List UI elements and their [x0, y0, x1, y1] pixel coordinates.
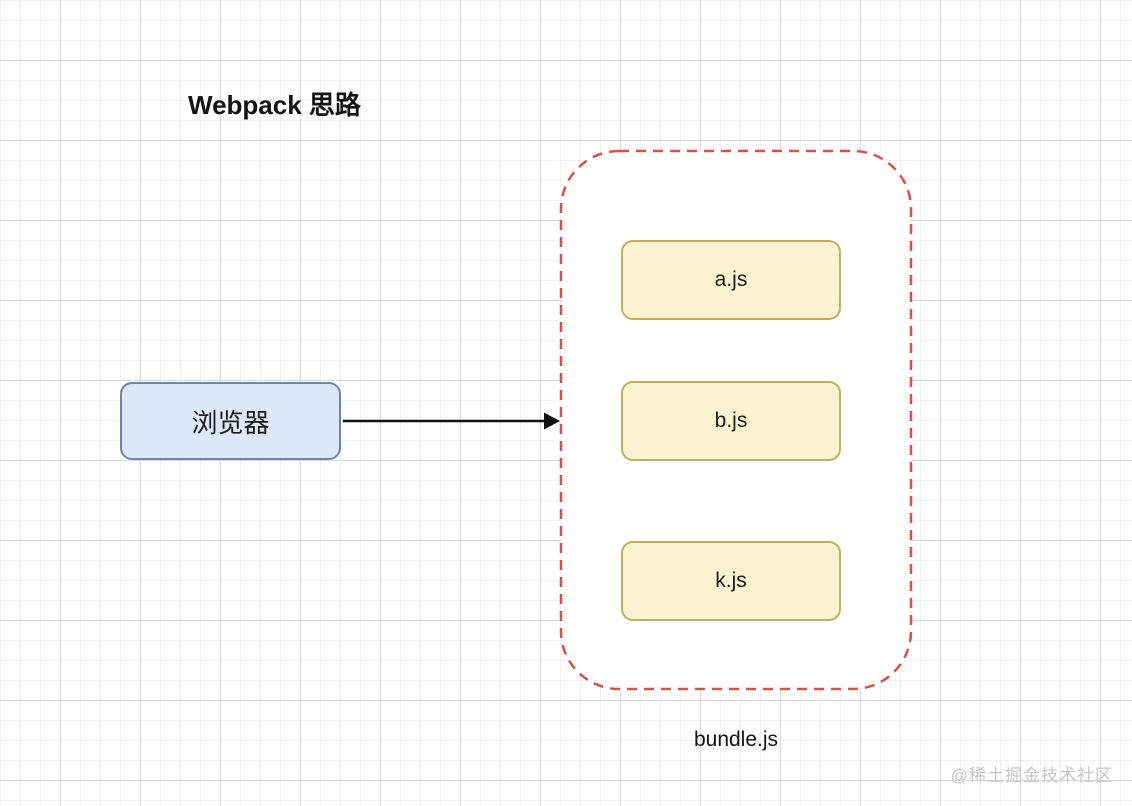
module-node-k: k.js — [621, 541, 841, 621]
module-node-label: b.js — [714, 409, 748, 432]
diagram-title: Webpack 思路 — [188, 90, 361, 120]
browser-node: 浏览器 — [120, 382, 341, 460]
browser-node-label: 浏览器 — [191, 407, 270, 438]
bundle-label: bundle.js — [693, 728, 779, 751]
module-node-label: k.js — [715, 569, 747, 592]
module-node-label: a.js — [714, 268, 748, 291]
module-node-a: a.js — [621, 240, 841, 320]
module-node-b: b.js — [621, 381, 841, 461]
watermark: @稀土掘金技术社区 — [950, 766, 1113, 785]
arrow-head-icon — [544, 412, 560, 430]
